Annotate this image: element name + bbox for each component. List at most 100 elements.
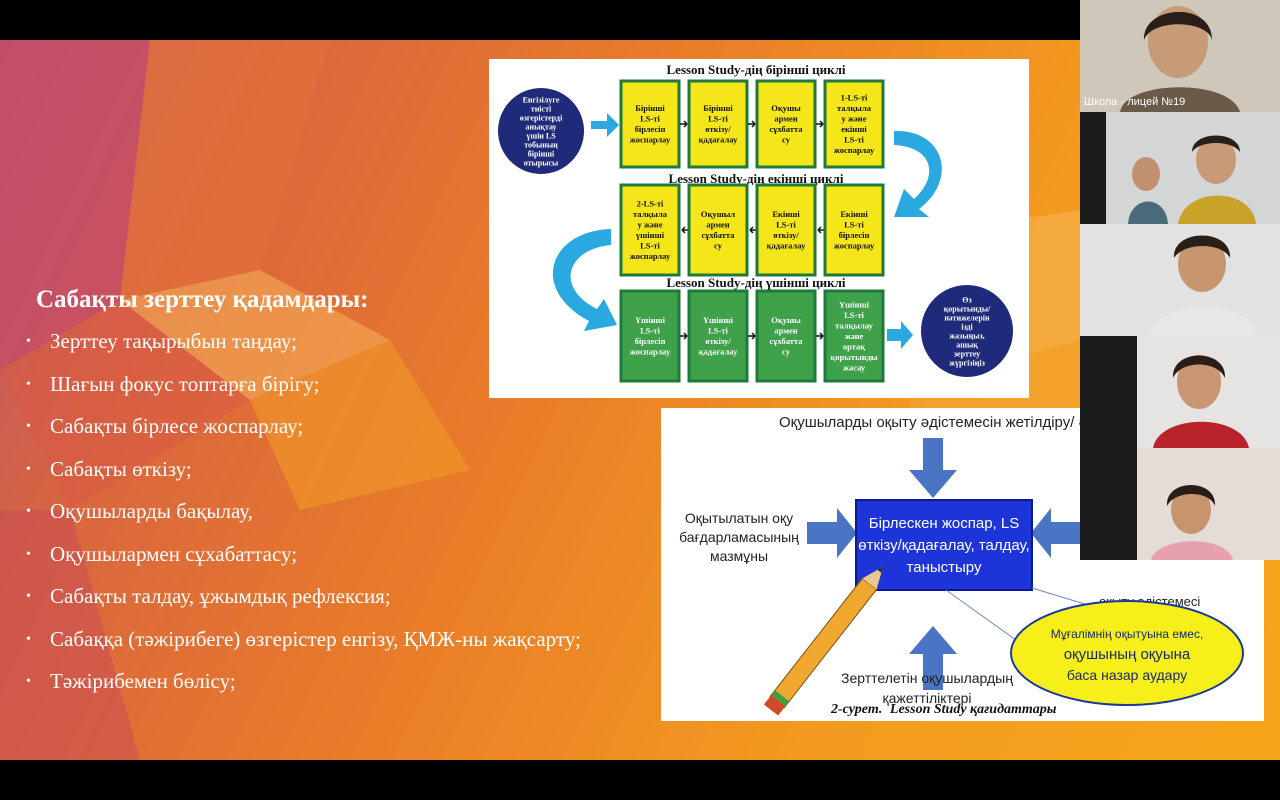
- arrow-left-icon: [1031, 508, 1081, 558]
- cycle-step-text: екінші: [841, 124, 867, 134]
- cycle-step-text: қадағалау: [767, 241, 806, 251]
- list-item: •Сабақты талдау, ұжымдық рефлексия;: [26, 584, 391, 608]
- cycle-step-text: LS-ті: [844, 220, 864, 230]
- cycle-step-text: су: [782, 347, 791, 357]
- cycle-step-text: LS-ті: [640, 114, 660, 124]
- center-box: [855, 499, 1033, 591]
- start-circle-text: өзгерістерді: [520, 113, 563, 122]
- arrow-right-icon: [887, 321, 913, 349]
- cycle-step-box: [755, 289, 817, 383]
- cycle-step-text: LS-ті: [844, 310, 864, 320]
- arrow-left-icon: [817, 226, 824, 234]
- start-circle-text: тиісті: [531, 104, 552, 113]
- center-box-line-1: Бірлескен жоспар, LS: [869, 515, 1020, 532]
- end-circle-text: жүргізіңіз: [949, 358, 985, 367]
- start-circle-text: Енгізілуге: [523, 95, 560, 104]
- cycle-step-text: сұхбатта: [702, 230, 736, 240]
- start-circle-text: отырысы: [524, 158, 559, 167]
- cycle-step-box: [755, 183, 817, 277]
- arrow-down-icon: [909, 438, 957, 498]
- figure-caption: 2-сурет. Lesson Study қағидаттары: [830, 702, 1057, 717]
- participant-video: [1106, 112, 1280, 224]
- cycle-step-text: ортақ: [843, 341, 865, 351]
- participant-tile[interactable]: [1137, 336, 1280, 448]
- ellipse-line-3: баса назар аудару: [1067, 667, 1187, 683]
- center-box-line-2: өткізу/қадағалау, талдау,: [858, 537, 1029, 554]
- arrow-left-icon: [749, 226, 756, 234]
- cycle-step-text: армен: [706, 220, 729, 230]
- cycle-step-text: Екінші: [840, 209, 868, 219]
- cycle-step-text: Оқушыл: [701, 209, 736, 219]
- cycle-step-text: бірлесіп: [839, 230, 870, 240]
- cycle-step-text: жоспарлау: [630, 135, 671, 145]
- cycle-step-text: өткізу/: [773, 230, 799, 240]
- presentation-slide: Сабақты зерттеу қадамдары: •Зерттеу тақы…: [0, 40, 1280, 760]
- participant-tile[interactable]: [1137, 448, 1280, 560]
- center-box-line-3: таныстыру: [907, 559, 982, 576]
- end-circle: [921, 285, 1013, 377]
- cycle-step-text: Оқушы: [771, 315, 801, 325]
- cycle-step-text: LS-ті: [708, 114, 728, 124]
- participant-video: [1137, 336, 1280, 448]
- cycles-diagram: Lesson Study-дің бірінші циклі Lesson St…: [498, 62, 1013, 383]
- cycle-step-text: 2-LS-ті: [637, 199, 664, 209]
- cycle-step-text: Үшінші: [839, 299, 870, 309]
- start-circle-text: үшін LS: [526, 131, 556, 140]
- cycle-step-text: талқыла: [633, 209, 668, 219]
- end-circle-text: Өз: [962, 295, 972, 304]
- list-item: •Тәжірибемен бөлісу;: [26, 669, 236, 693]
- arrow-right-icon: [680, 332, 688, 340]
- participant-video: [1080, 0, 1280, 112]
- arrow-left-icon: [681, 226, 688, 234]
- cycle-step-box: [823, 183, 885, 277]
- bottom-label-line-2: қажеттіліктері: [882, 690, 971, 706]
- start-circle-text: тобының: [524, 140, 558, 149]
- cycle-step-text: су: [714, 241, 723, 251]
- cycle-step-box: [755, 79, 817, 169]
- list-item: •Сабақты өткізу;: [26, 456, 192, 481]
- cycle-step-text: талқыла: [837, 103, 872, 113]
- cycle-step-box: [687, 183, 749, 277]
- end-circle-text: нәтижелерін: [944, 313, 990, 322]
- cycle-step-text: жоспарлау: [834, 241, 875, 251]
- arrow-right-icon: [748, 332, 756, 340]
- focus-ellipse: [1010, 600, 1244, 706]
- list-item: •Сабаққа (тәжірибеге) өзгерістер енгізу,…: [26, 626, 581, 651]
- participant-name: Школа - лицей №19: [1084, 96, 1186, 108]
- cycle-step-text: LS-ті: [640, 241, 660, 251]
- cycle-step-text: Бірінші: [703, 103, 733, 113]
- bottom-label-line-1: Зерттелетін оқушылардың: [841, 670, 1013, 686]
- end-circle-text: қорытынды/: [944, 304, 991, 313]
- ellipse-line-2: оқушының оқуына: [1064, 646, 1191, 663]
- end-circle-text: зерттеу: [954, 349, 980, 358]
- end-circle-text: ашық: [956, 340, 978, 349]
- cycle-step-text: LS-ті: [708, 326, 728, 336]
- cycle-step-text: су: [782, 135, 791, 145]
- participant-video: [1137, 448, 1280, 560]
- cycle-step-text: Екінші: [772, 209, 800, 219]
- start-circle-text: бірінші: [528, 149, 555, 158]
- lesson-study-principles-figure: Оқушыларды оқыту әдістемесін жетілдіру/ …: [661, 408, 1264, 721]
- cycle-step-text: бірлесіп: [635, 124, 666, 134]
- participant-tile[interactable]: [1106, 112, 1280, 224]
- arrow-right-icon: [748, 120, 756, 128]
- cycle-step-text: үшінші: [636, 230, 665, 240]
- cycle-step-box: [619, 183, 681, 277]
- cycle-step-text: 1-LS-ті: [841, 93, 868, 103]
- cycle-step-text: Оқушы: [771, 103, 801, 113]
- participant-video: [1080, 224, 1280, 336]
- cycle-step-text: қадағалау: [699, 347, 738, 357]
- list-item: •Шағын фокус топтарға бірігу;: [26, 371, 320, 396]
- arrow-right-icon: [680, 120, 688, 128]
- steps-list: •Зерттеу тақырыбын таңдау; •Шағын фокус …: [26, 327, 686, 710]
- left-label-line-2: бағдарламасының: [679, 529, 799, 545]
- end-circle-text: жазыңыз,: [949, 331, 984, 340]
- cycle-step-text: талқылау: [835, 320, 873, 330]
- participant-tile[interactable]: Школа - лицей №19: [1080, 0, 1280, 112]
- cycle-step-text: өткізу/: [705, 336, 731, 346]
- arrow-right-icon: [816, 120, 824, 128]
- participant-tile[interactable]: [1080, 224, 1280, 336]
- pencil-icon: [763, 566, 884, 716]
- cycle-step-box: [619, 79, 681, 169]
- curved-arrow-icon: [552, 229, 617, 331]
